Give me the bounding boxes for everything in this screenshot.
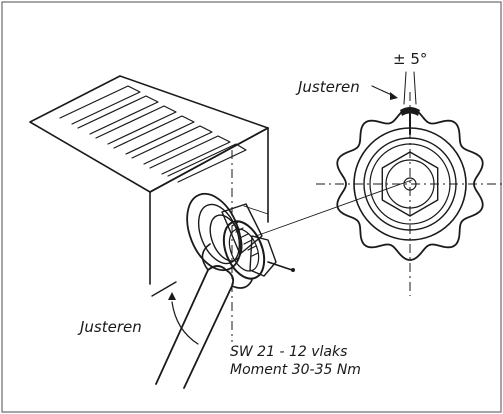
valve-assembly — [186, 179, 413, 280]
knob-scalloped-rim — [336, 107, 484, 261]
torque-label: Moment 30-35 Nm — [230, 362, 361, 378]
adjust-label-top: Justeren — [295, 78, 360, 96]
knob-hex-nut — [381, 151, 439, 217]
rotation-arrow-top — [371, 85, 398, 100]
radiator — [29, 75, 269, 342]
adjust-label-bottom: Justeren — [77, 318, 142, 336]
angle-tolerance-label: ± 5° — [393, 50, 427, 68]
radiator-fins — [59, 85, 247, 183]
wrench — [155, 243, 253, 389]
rotation-arrow-bottom — [168, 292, 199, 345]
knob-detail — [316, 71, 502, 296]
wrench-size-label: SW 21 - 12 vlaks — [230, 344, 347, 360]
